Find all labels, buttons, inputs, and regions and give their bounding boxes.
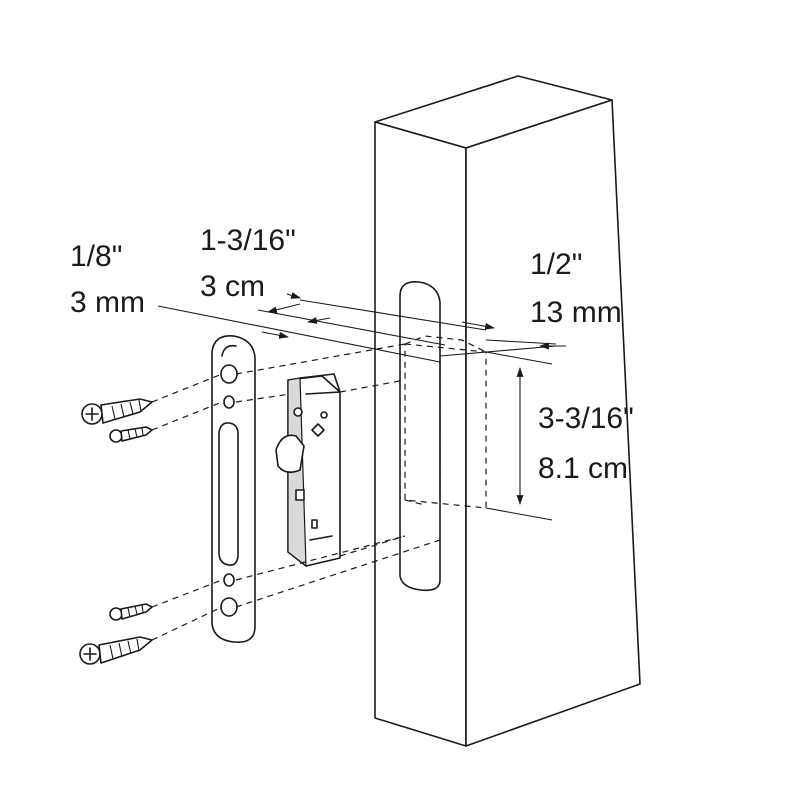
faceplate (211, 335, 256, 644)
small-hole-top (223, 395, 235, 409)
setback-metric: 13 mm (530, 296, 622, 329)
screw-hole-bottom (220, 597, 238, 617)
latch-hook (275, 434, 305, 474)
faceplate-slot (218, 422, 239, 566)
lock-height-metric: 8.1 cm (538, 452, 628, 485)
dimension-lines (157, 292, 566, 521)
screw-small-top (109, 426, 153, 443)
lock-height-imperial: 3-3/16" (538, 402, 634, 435)
door-panel (374, 75, 641, 747)
mortise-lock-body (275, 373, 341, 568)
faceplate-thickness-imperial: 1/8" (70, 240, 122, 273)
faceplate-thickness-metric: 3 mm (70, 286, 145, 319)
setback-imperial: 1/2" (530, 248, 582, 281)
diamond-icon (311, 423, 325, 437)
lock-width-metric: 3 cm (200, 270, 265, 303)
screw-hole-top (220, 364, 238, 384)
screw-large-bottom (79, 636, 153, 665)
door-edge-slot (399, 280, 441, 592)
screw-large-top (81, 398, 153, 425)
small-hole-bottom (223, 573, 235, 587)
lock-width-imperial: 1-3/16" (200, 224, 296, 257)
screw-small-bottom (109, 603, 153, 621)
